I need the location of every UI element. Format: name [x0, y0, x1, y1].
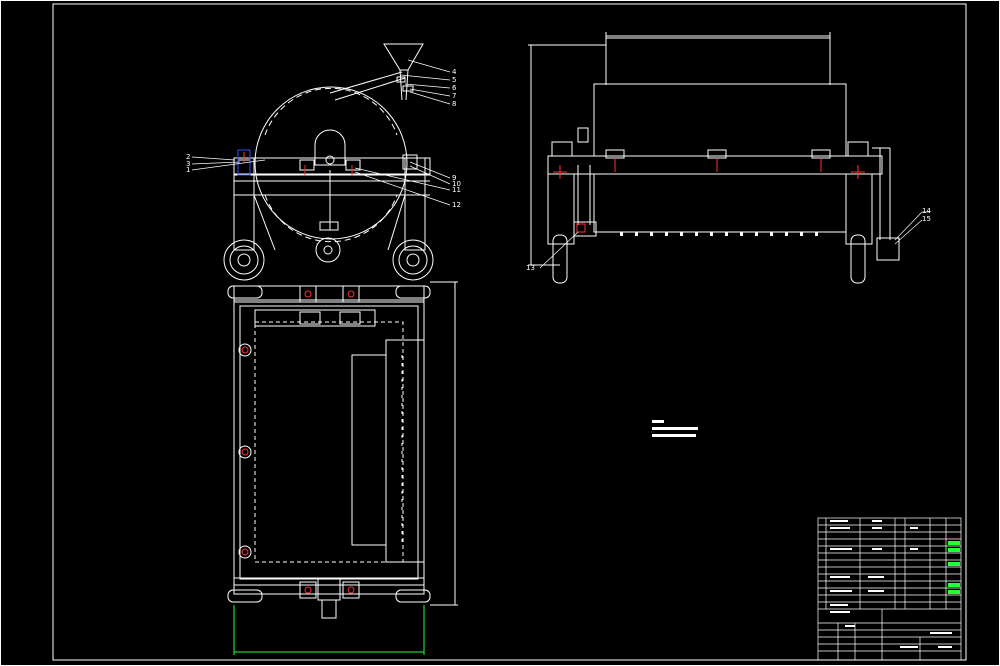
part-number: 15 [922, 215, 931, 223]
part-number: 7 [452, 92, 456, 100]
front-view [528, 32, 900, 284]
main-beam [547, 155, 883, 175]
title-block-text [830, 520, 952, 648]
hopper [383, 43, 424, 71]
part-number: 8 [452, 100, 456, 108]
green-dimension [233, 605, 425, 655]
leg-right [404, 157, 426, 251]
part-number: 4 [452, 68, 457, 76]
title-block [817, 517, 962, 661]
red-bolt-marks [243, 152, 353, 176]
part-number: 3 [186, 160, 190, 168]
title-block-green [948, 541, 960, 594]
part-number: 14 [922, 207, 931, 215]
drum-top [605, 37, 831, 85]
drum-circle [254, 86, 408, 240]
top-view-red-marks [241, 290, 355, 594]
leg-left [233, 157, 255, 251]
side-view-part-numbers: 4 5 6 7 8 9 10 11 12 2 3 1 [186, 68, 461, 209]
part-number: 9 [452, 174, 456, 182]
part-number: 10 [452, 180, 461, 188]
blue-mark [237, 149, 251, 176]
side-view [223, 43, 434, 281]
part-number: 11 [452, 186, 461, 194]
part-number: 13 [526, 264, 535, 272]
part-number: 5 [452, 76, 456, 84]
trough-slots [620, 232, 818, 236]
top-view [227, 281, 458, 619]
part-number: 2 [186, 153, 190, 161]
part-number: 6 [452, 84, 457, 92]
part-number: 12 [452, 201, 461, 209]
top-view-frame [233, 299, 425, 586]
front-view-leaders [539, 211, 930, 269]
inner-frame [52, 3, 967, 661]
center-hub [314, 129, 346, 166]
front-view-red-marks [553, 158, 865, 233]
side-view-leaders [191, 59, 451, 206]
part-number: 1 [186, 166, 190, 174]
wheel-left [223, 239, 265, 281]
wheel-right [392, 239, 434, 281]
technical-notes [652, 420, 698, 437]
